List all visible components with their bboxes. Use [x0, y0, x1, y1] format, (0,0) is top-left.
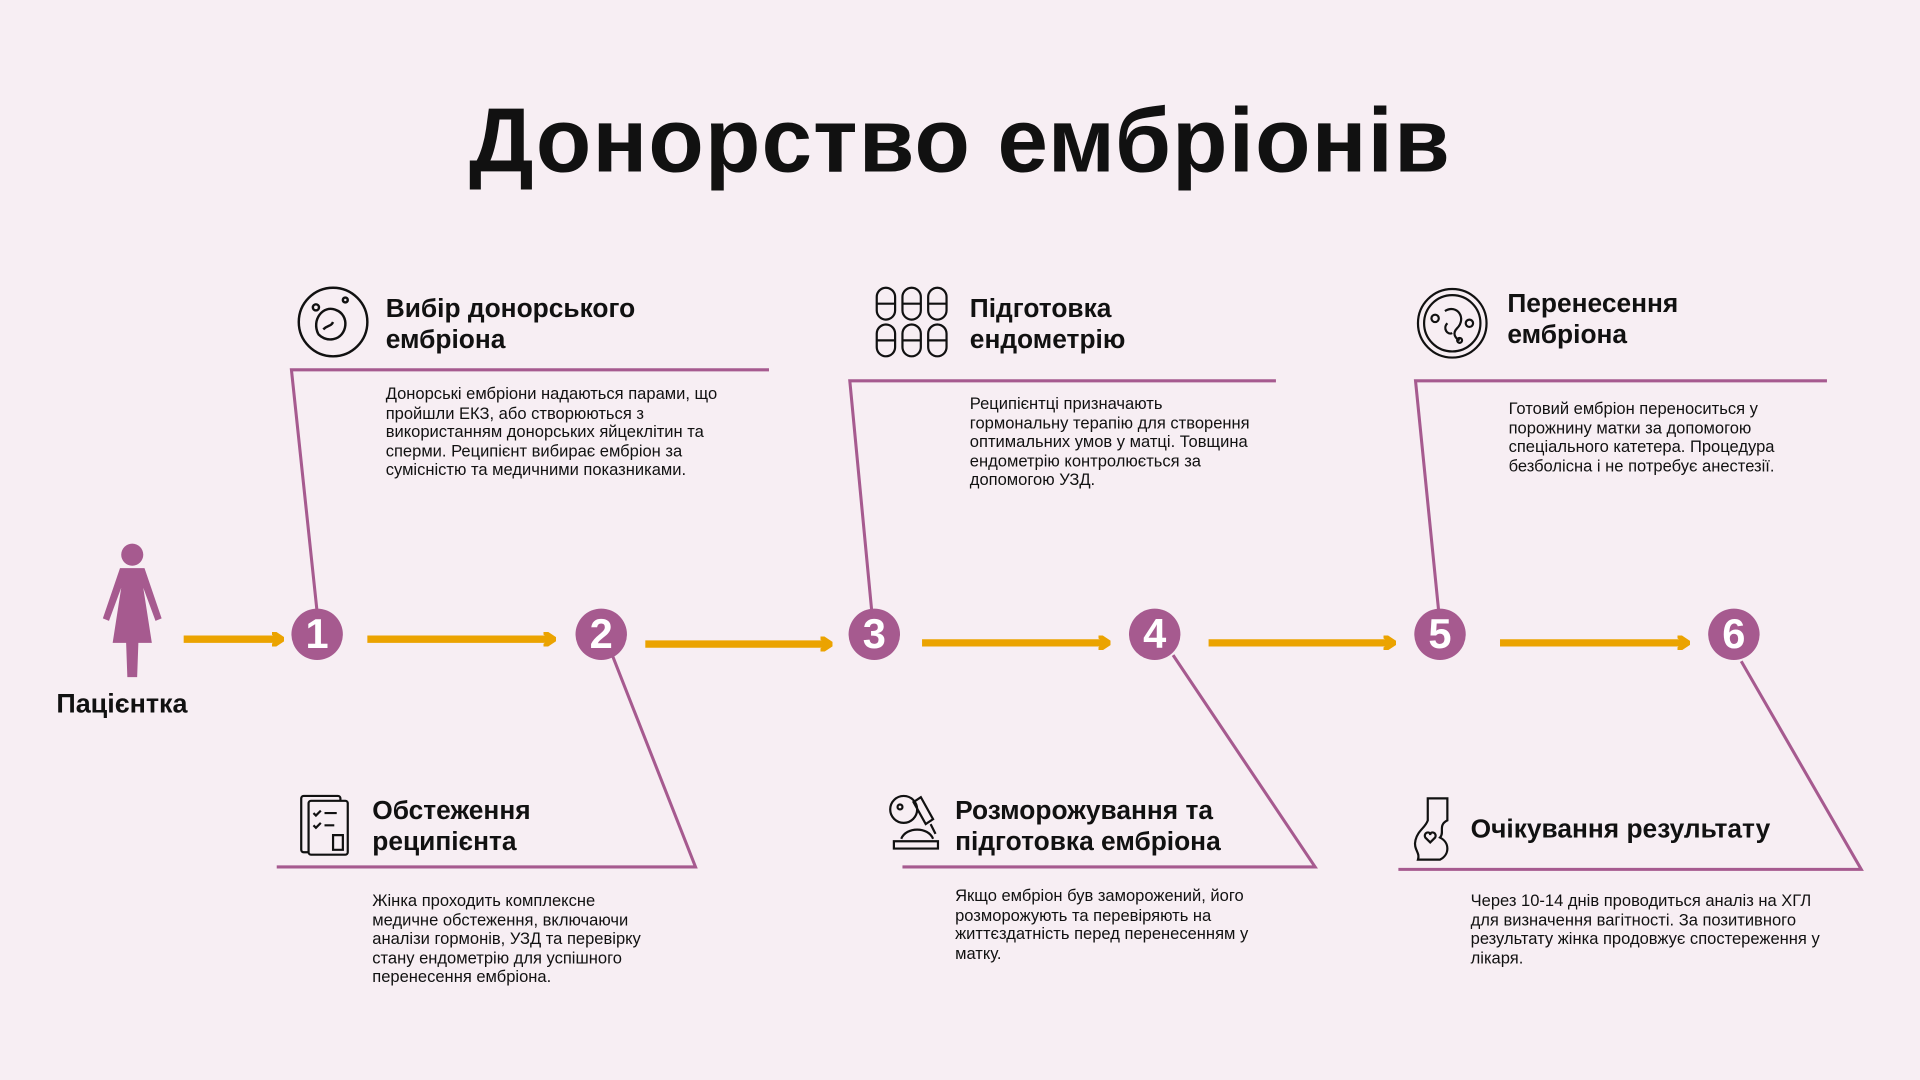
step-text-2: Жінка проходить комплексне медичне обсте…	[372, 891, 641, 987]
callout-line-2	[276, 654, 698, 869]
embryo-circle-icon	[297, 286, 369, 358]
pregnancy-icon	[1413, 797, 1449, 861]
step-title-1: Вибір донорського ембріона	[385, 293, 636, 354]
step-title-3: Підготовка ендометрію	[969, 293, 1126, 354]
step-number-1: 1	[291, 608, 343, 661]
step-title-6: Очікування результату	[1470, 814, 1771, 844]
step-text-5: Готовий ембріон переноситься у порожнину…	[1508, 399, 1775, 475]
step-title-2: Обстеження реципієнта	[372, 795, 531, 856]
step-title-5: Перенесення ембріона	[1507, 288, 1679, 349]
microscope-icon	[889, 794, 940, 850]
step-number-4: 4	[1128, 608, 1181, 661]
step-text-3: Реципієнтці призначають гормональну тера…	[969, 394, 1250, 490]
step-text-4: Якщо ембріон був заморожений, його розмо…	[955, 886, 1249, 963]
clipboard-icon	[300, 794, 349, 856]
callout-line-3	[848, 379, 1276, 613]
patient-label: Пацієнтка	[56, 688, 188, 719]
step-number-2: 2	[575, 608, 627, 661]
step-number-6: 6	[1708, 608, 1760, 661]
callout-line-1	[289, 368, 769, 613]
embryo-dish-icon	[1416, 287, 1488, 359]
step-text-1: Донорські ембріони надаються парами, що …	[385, 384, 718, 480]
step-text-6: Через 10-14 днів проводиться аналіз на Х…	[1470, 891, 1820, 968]
callout-lines	[276, 368, 1864, 871]
step-number-3: 3	[848, 608, 901, 661]
woman-icon	[102, 543, 162, 678]
arrows	[183, 639, 1688, 644]
callout-line-5	[1413, 379, 1827, 613]
step-title-4: Розморожування та підготовка ембріона	[955, 795, 1221, 856]
pills-icon	[875, 286, 948, 358]
callout-line-6	[1398, 660, 1864, 871]
callout-line-4	[902, 654, 1318, 869]
step-number-5: 5	[1414, 608, 1466, 661]
page-title: Донорство ембріонів	[469, 89, 1452, 192]
